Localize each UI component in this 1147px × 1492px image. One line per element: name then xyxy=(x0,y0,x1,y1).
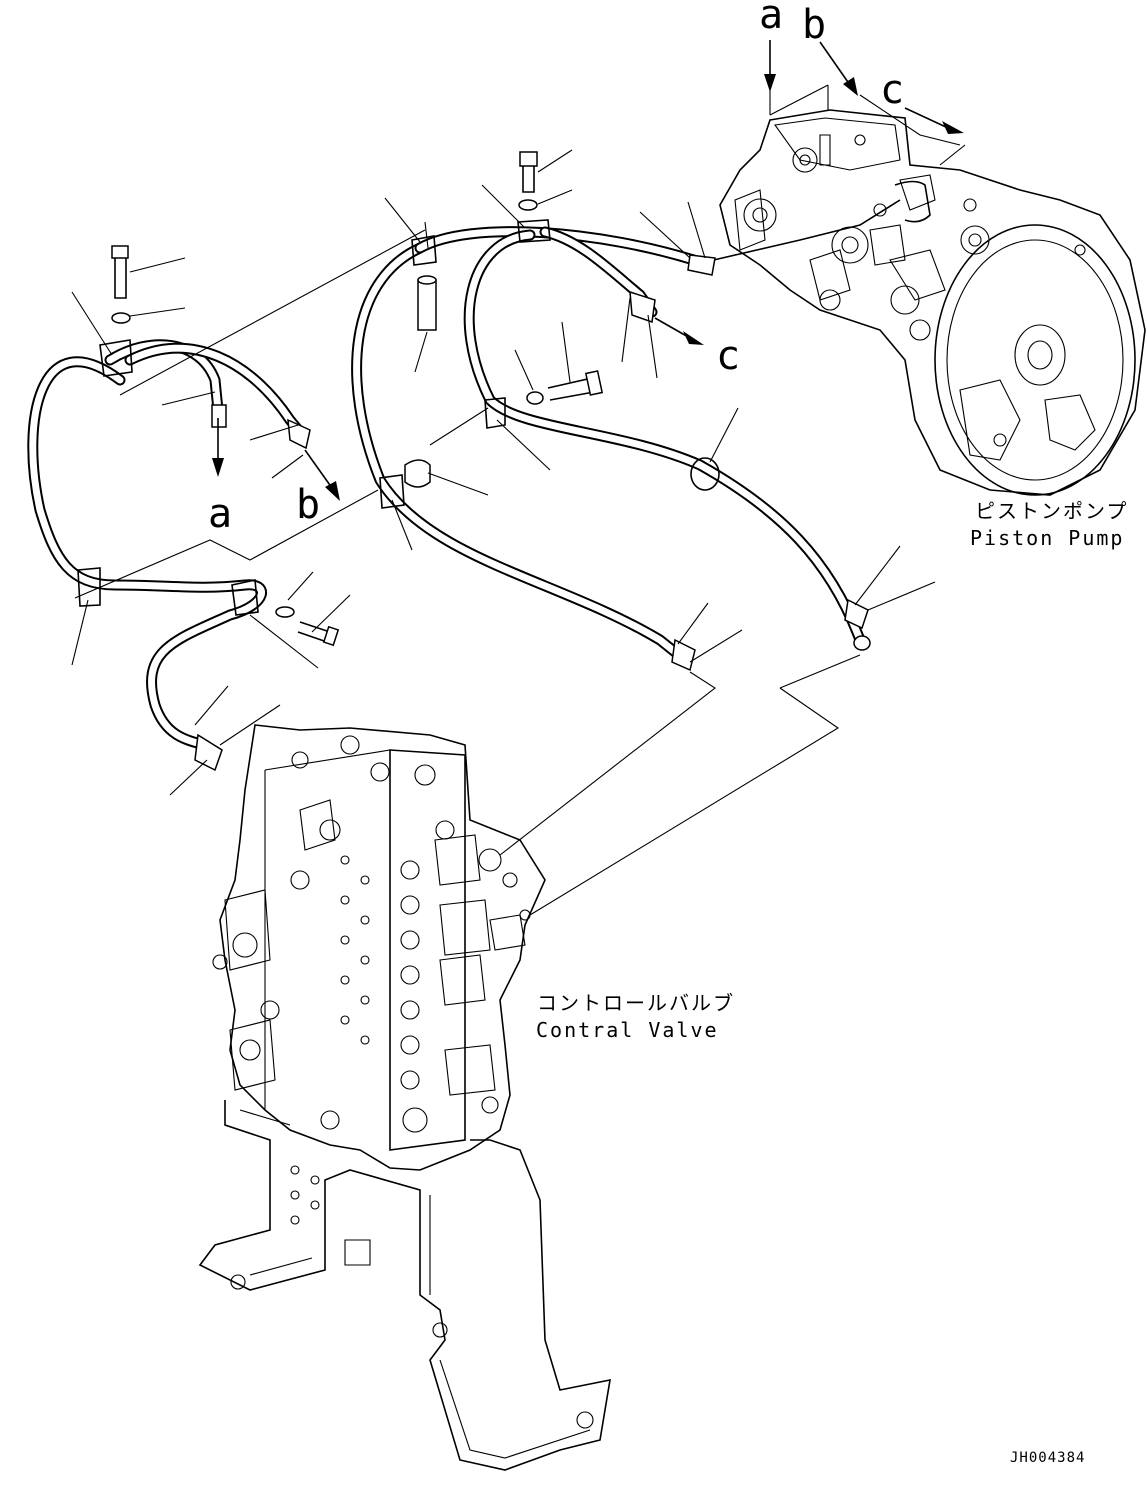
hardware xyxy=(77,151,871,772)
piston-pump-label-jp: ピストンポンプ xyxy=(975,499,1128,523)
control-valve-label-jp: コントロールバルブ xyxy=(537,991,735,1015)
view-label-a-hose: a xyxy=(208,491,232,537)
hose-a xyxy=(27,356,267,751)
reference-lines xyxy=(74,84,966,916)
view-label-c-hose: c xyxy=(716,333,740,379)
leader-lines xyxy=(71,149,936,796)
control-valve-label-en: Contral Valve xyxy=(536,1018,719,1042)
view-arrows xyxy=(212,40,964,501)
valve-stand xyxy=(198,1100,611,1471)
piston-pump-drawing xyxy=(719,109,1146,496)
hose-c xyxy=(539,226,658,318)
hose-left-long xyxy=(351,242,691,666)
hose-mid xyxy=(463,229,866,646)
piston-pump-label-en: Piston Pump xyxy=(970,526,1124,550)
hose-b xyxy=(124,342,306,438)
spool-caps xyxy=(340,855,420,1090)
view-label-b-pump: b xyxy=(802,2,826,48)
view-label-c-pump: c xyxy=(880,67,904,113)
view-label-a-pump: a xyxy=(759,0,783,38)
pump-feed-line xyxy=(704,199,901,263)
view-label-b-hose: b xyxy=(296,482,320,528)
drawing-code: JH004384 xyxy=(1010,1450,1085,1466)
control-valve-drawing xyxy=(212,724,546,1171)
